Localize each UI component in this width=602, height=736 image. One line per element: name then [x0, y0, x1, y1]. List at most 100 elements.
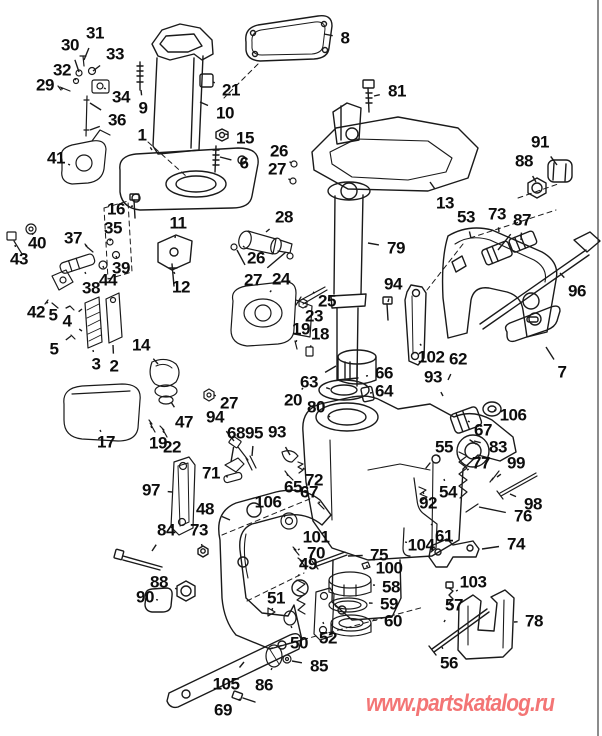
part-number-90: 90 — [136, 587, 154, 607]
left-parts-art — [6, 129, 121, 309]
part-number-94: 94 — [384, 274, 402, 294]
part-number-19: 19 — [292, 319, 310, 339]
exhaust-housing-art — [136, 23, 229, 173]
part-number-26: 26 — [247, 248, 265, 268]
part-number-5: 5 — [48, 305, 58, 325]
part-number-71: 71 — [202, 463, 220, 483]
part-number-36: 36 — [108, 110, 126, 130]
part-number-79: 79 — [387, 238, 405, 258]
part-number-8: 8 — [340, 28, 350, 48]
part-number-40: 40 — [28, 233, 46, 253]
spacer-bar-art — [166, 632, 302, 709]
part-number-68: 68 — [227, 423, 245, 443]
part-number-88: 88 — [150, 572, 168, 592]
part-number-57: 57 — [445, 595, 463, 615]
part-number-75: 75 — [370, 545, 388, 565]
part-number-62: 62 — [449, 349, 467, 369]
mount-plate-art — [311, 79, 479, 192]
part-number-41: 41 — [47, 148, 65, 168]
part-number-26: 26 — [270, 141, 288, 161]
adapter-plate-art — [119, 147, 259, 219]
part-number-52: 52 — [319, 628, 337, 648]
part-number-17: 17 — [97, 432, 115, 452]
part-number-35: 35 — [104, 218, 122, 238]
part-number-73: 73 — [190, 520, 208, 540]
part-number-106: 106 — [499, 405, 527, 425]
part-number-70: 70 — [307, 543, 325, 563]
part-number-67: 67 — [300, 482, 318, 502]
part-number-53: 53 — [457, 207, 475, 227]
part-number-72: 72 — [305, 470, 323, 490]
plunger-mount-art — [230, 160, 328, 357]
part-number-58: 58 — [382, 577, 400, 597]
part-number-84: 84 — [157, 520, 175, 540]
part-number-73: 73 — [488, 204, 506, 224]
part-number-13: 13 — [436, 193, 454, 213]
part-number-21: 21 — [222, 80, 240, 100]
part-number-29: 29 — [36, 75, 54, 95]
part-number-27: 27 — [268, 159, 286, 179]
part-number-98: 98 — [524, 494, 542, 514]
part-number-59: 59 — [380, 594, 398, 614]
part-number-63: 63 — [300, 372, 318, 392]
part-number-4: 4 — [62, 311, 72, 331]
lower-mount-art — [157, 234, 193, 287]
part-number-31: 31 — [86, 23, 104, 43]
part-number-56: 56 — [440, 653, 458, 673]
part-number-95: 95 — [245, 423, 263, 443]
part-number-93: 93 — [268, 422, 286, 442]
part-number-18: 18 — [311, 324, 329, 344]
part-number-2: 2 — [109, 356, 119, 376]
construction-lines-art — [103, 63, 559, 650]
part-number-51: 51 — [267, 588, 285, 608]
part-number-69: 69 — [214, 700, 232, 720]
part-number-106: 106 — [254, 492, 282, 512]
part-number-47: 47 — [175, 412, 193, 432]
part-number-86: 86 — [255, 675, 273, 695]
part-number-76: 76 — [514, 506, 532, 526]
part-number-32: 32 — [53, 60, 71, 80]
swivel-housing-art — [302, 395, 517, 621]
part-number-33: 33 — [106, 44, 124, 64]
part-number-61: 61 — [435, 526, 453, 546]
part-number-43: 43 — [10, 249, 28, 269]
part-number-55: 55 — [435, 437, 453, 457]
part-number-50: 50 — [290, 633, 308, 653]
bushing-stack-art — [318, 349, 377, 403]
tilt-stack-art — [265, 546, 372, 668]
part-number-87: 87 — [513, 210, 531, 230]
part-number-85: 85 — [310, 656, 328, 676]
swivel-bracket-art — [382, 159, 601, 366]
part-number-19: 19 — [149, 433, 167, 453]
part-number-20: 20 — [284, 390, 302, 410]
lock-lever-art — [428, 538, 515, 660]
part-number-11: 11 — [169, 213, 187, 233]
part-number-103: 103 — [459, 572, 487, 592]
part-number-67: 67 — [474, 420, 492, 440]
part-number-14: 14 — [132, 335, 150, 355]
part-number-105: 105 — [212, 674, 240, 694]
part-number-92: 92 — [419, 493, 437, 513]
part-number-74: 74 — [507, 534, 525, 554]
part-number-12: 12 — [172, 277, 190, 297]
part-number-49: 49 — [299, 554, 317, 574]
part-number-24: 24 — [272, 269, 290, 289]
part-number-27: 27 — [220, 393, 238, 413]
part-number-64: 64 — [375, 381, 393, 401]
part-number-5: 5 — [49, 339, 59, 359]
part-number-23: 23 — [305, 306, 323, 326]
part-number-60: 60 — [384, 611, 402, 631]
part-number-3: 3 — [91, 354, 101, 374]
part-number-81: 81 — [388, 81, 406, 101]
part-number-66: 66 — [375, 363, 393, 383]
part-number-54: 54 — [439, 482, 457, 502]
gasket-art — [245, 15, 333, 62]
part-number-30: 30 — [61, 35, 79, 55]
part-number-37: 37 — [64, 228, 82, 248]
part-number-7: 7 — [557, 362, 567, 382]
part-number-94: 94 — [206, 407, 224, 427]
